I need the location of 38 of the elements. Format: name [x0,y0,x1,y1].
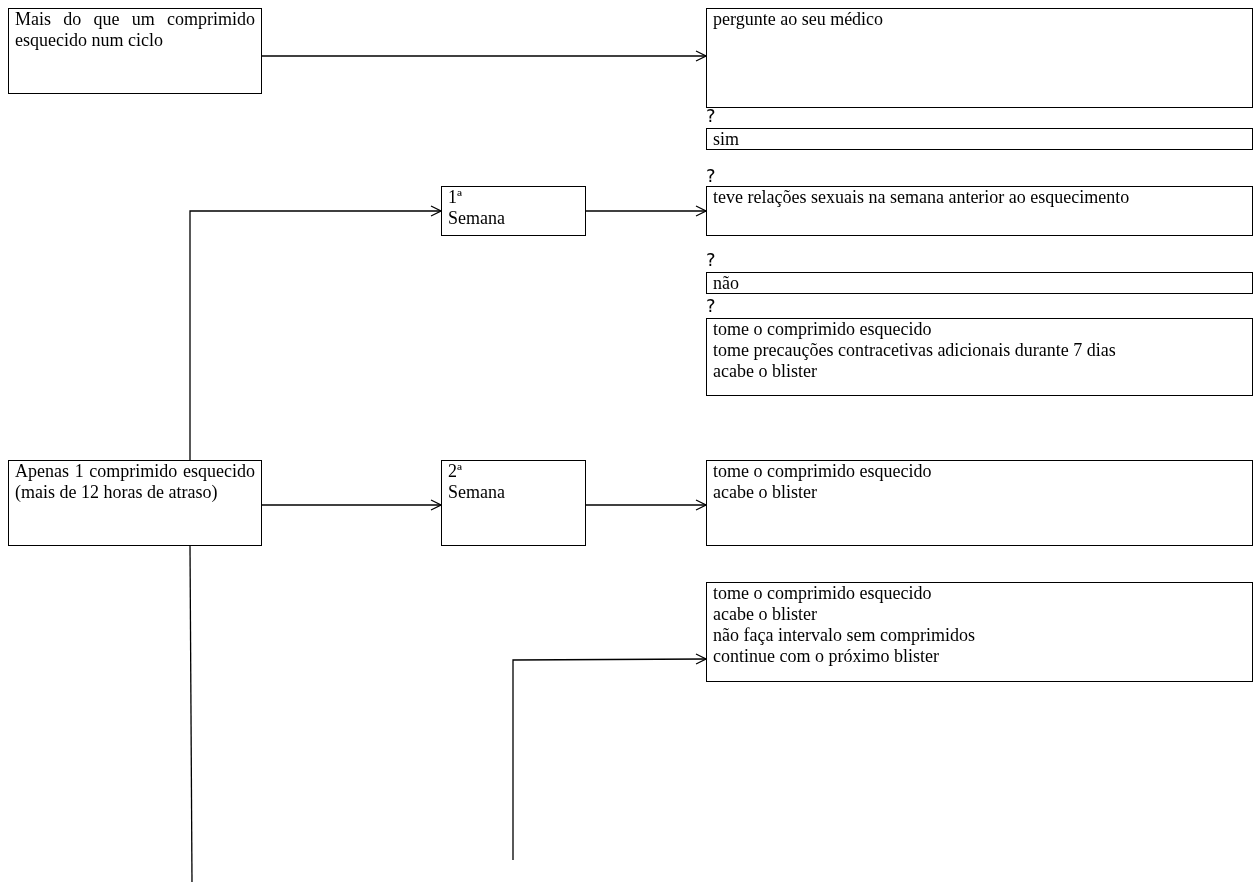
arrow [585,499,707,511]
box-text: acabe o blister [713,604,818,625]
box-text: tome o comprimido esquecido [713,461,933,482]
box-text: acabe o blister [713,361,818,382]
process-box [8,8,262,94]
process-box [441,460,586,546]
process-box [706,272,1253,294]
process-box [706,128,1253,150]
box-text: pergunte ao seu médico [713,9,885,30]
question-mark: ? [706,296,716,316]
arrow [512,653,707,861]
box-text: continue com o próximo blister [713,646,940,667]
box-text: tome o comprimido esquecido [713,583,933,604]
box-text: não [713,273,740,294]
box-text: 1ª Semana [448,187,506,229]
arrow [189,205,442,461]
box-text: teve relações sexuais na semana anterior ao esquecimento [713,187,1131,208]
box-text: não faça intervalo sem comprimidos [713,625,976,646]
process-box [441,186,586,236]
question-mark: ? [706,250,716,270]
process-box [8,460,262,546]
question-mark: ? [706,106,716,126]
box-text: sim [713,129,740,150]
arrow [261,499,442,511]
box-text: tome o comprimido esquecido [713,319,933,340]
process-box [706,582,1253,682]
process-box [706,186,1253,236]
box-text: acabe o blister [713,482,818,503]
box-text: Apenas 1 comprimido esquecido (mais de 12 horas de atraso) [15,461,255,503]
process-box [706,318,1253,396]
process-box [706,460,1253,546]
question-mark: ? [706,166,716,186]
box-text: Mais do que um comprimido esquecido num ciclo [15,9,255,51]
process-box [706,8,1253,108]
arrow [261,50,707,62]
box-text: tome precauções contracetivas adicionais durante 7 dias [713,340,1117,361]
box-text: 2ª Semana [448,461,506,503]
arrow [585,205,707,217]
